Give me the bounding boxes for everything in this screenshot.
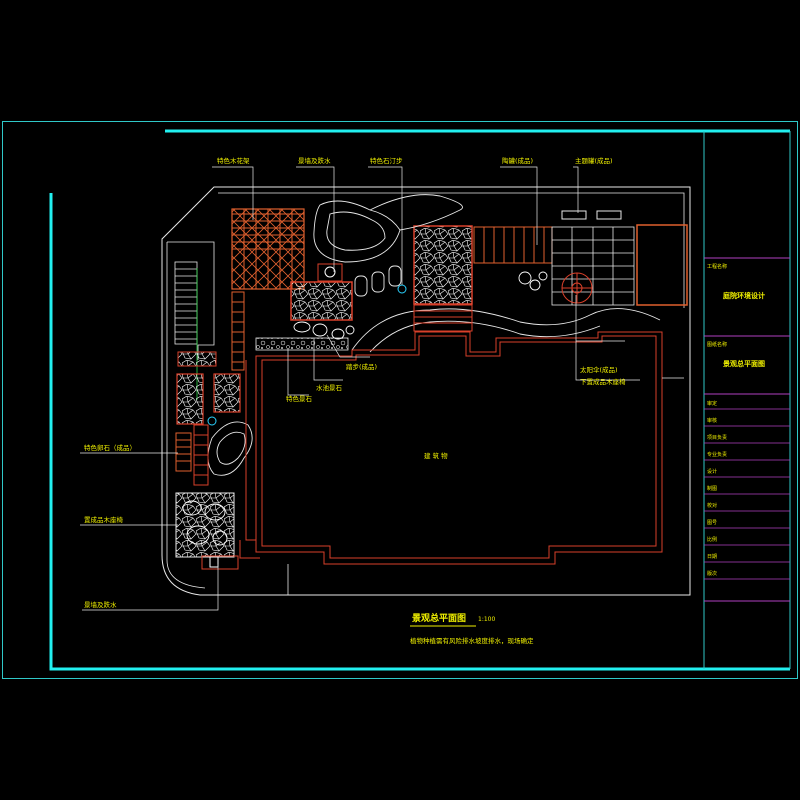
building-outline [239,331,663,565]
title-block-row-label: 审核 [707,417,717,424]
drawing-name: 景观总平面图 [722,359,765,368]
title-block-row-label: 审定 [707,400,717,407]
title-block-row-label: 图号 [707,520,717,526]
pond-left [207,421,253,476]
callout-water-stone: 水池景石 [316,383,343,392]
stone-wall-left-a [176,373,204,425]
sheet-border-outer [2,121,798,679]
lamp-pedestal [317,263,343,282]
site-boundary [161,186,691,596]
title-block: 工程名称 庭院环境设计 图纸名称 景观总平面图 审定审核项目负责专业负责设计制图… [703,131,790,669]
title-block-row-label: 设计 [707,468,717,475]
lamp-icon [324,266,336,278]
site-boundary-inner [218,192,685,308]
title-block-row-label: 制图 [707,485,717,492]
title-block-row-label: 版次 [707,570,717,577]
callout-feature-gravel: 特色卵石（成品） [84,443,136,452]
front-steps [413,304,473,332]
drawing-scale: 1:100 [478,616,495,623]
drawing-name-label: 图纸名称 [707,341,727,348]
ornament-pot-a [561,210,587,220]
bench-orange [636,224,688,306]
drain-box [201,555,239,570]
callout-ornament-pot: 主题罐(成品) [575,156,613,165]
stone-wall-left-b [213,373,241,413]
title-block-row-label: 专业负责 [707,451,727,458]
callout-feature-wall: 特色景石 [286,394,313,403]
left-walk-steps [193,424,209,486]
project-name: 庭院环境设计 [723,291,765,300]
drain-grate [209,556,219,568]
paving-grid [551,226,635,306]
callout-deck: 下置成品木座椅 [580,377,626,386]
drawing-title: 景观总平面图 [412,612,466,624]
light-marker-left-icon [207,416,217,426]
flower-planters [518,271,548,291]
light-marker-icon [397,284,407,294]
callout-planting-bed: 置成品木座椅 [84,515,124,524]
title-block-row-label: 日期 [707,554,717,560]
timber-deck [473,226,553,264]
callout-lamp-pond: 景墙及跌水 [298,156,331,165]
title-block-row-label: 校对 [707,502,717,509]
leader-lines [80,166,640,611]
stone-wall-center [290,281,353,321]
callout-pottery-jar: 陶罐(成品) [502,156,533,165]
stone-wall-right [413,225,473,305]
stone-band-left [177,351,217,367]
callout-steps: 踏步(成品) [346,362,377,371]
timber-edging-left [231,291,245,371]
callout-sun-umbrella: 太阳伞(成品) [580,365,618,374]
stepping-stones [354,265,402,297]
sheet-border-inner [49,129,790,671]
water-rocks [293,321,355,340]
title-block-row-label: 项目负责 [707,434,727,441]
sun-umbrella-table [561,272,593,304]
building-ties [287,377,684,595]
cobble-bed [175,492,235,558]
drawing-note: 植物种植需有风险排水坡度排水，现场确定 [410,636,534,645]
callout-wood-frame: 特色木花架 [217,156,250,165]
ornament-pot-b [596,210,622,220]
pond-top [313,194,463,263]
timber-slats-left [175,432,192,472]
cobble-rocks [182,500,228,546]
wood-pergola [231,208,305,290]
callout-lamp-post: 景墙及跌水 [84,600,117,609]
project-label: 工程名称 [707,263,727,270]
callout-stone-path: 特色石汀步 [370,156,403,165]
curved-lawn-edge [351,308,661,353]
title-block-row-label: 比例 [707,536,717,543]
pebble-band [255,337,349,351]
building-label: 建 筑 物 [424,451,448,460]
